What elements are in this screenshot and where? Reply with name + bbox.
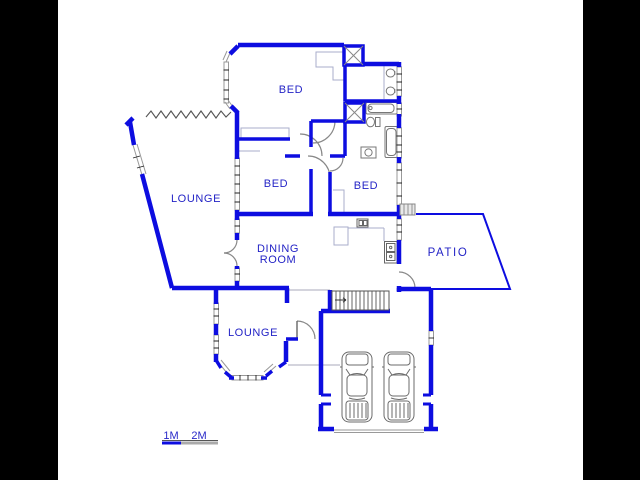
kitchen-fixtures [333, 218, 398, 264]
garage-door-line [334, 429, 424, 433]
floor-edge-lines [288, 289, 340, 366]
left-black-bar [0, 0, 58, 480]
paper-background [58, 0, 583, 480]
wall-break-zigzag [145, 110, 232, 119]
scale-label-2m: 2M [191, 430, 206, 442]
scale-label-1m: 1M [163, 430, 178, 442]
door-arcs [223, 120, 416, 340]
garage-cars [340, 351, 416, 423]
car [340, 351, 374, 423]
scale-bar: 1M 2M [162, 430, 218, 445]
garage-walls [318, 288, 438, 432]
room-label-dining-line2: ROOM [260, 254, 297, 266]
car [382, 351, 416, 423]
right-black-bar [583, 0, 640, 480]
room-label-lounge-main: LOUNGE [171, 193, 221, 205]
room-label-bed-2: BED [264, 178, 288, 190]
room-label-patio: PATIO [428, 247, 469, 259]
bay-window-corners [214, 337, 298, 380]
bathroom-fixtures [360, 66, 398, 159]
interior-walls [237, 65, 399, 215]
room-label-bed-1: BED [279, 84, 303, 96]
patio-outline [409, 213, 512, 290]
room-label-bed-3: BED [354, 180, 378, 192]
outdoor-steps [399, 203, 416, 216]
built-in-cupboards [239, 51, 345, 212]
service-shafts [342, 44, 366, 124]
room-label-lounge-front: LOUNGE [228, 327, 278, 339]
room-label-dining-line1: DINING [257, 243, 299, 255]
staircase [331, 290, 390, 311]
